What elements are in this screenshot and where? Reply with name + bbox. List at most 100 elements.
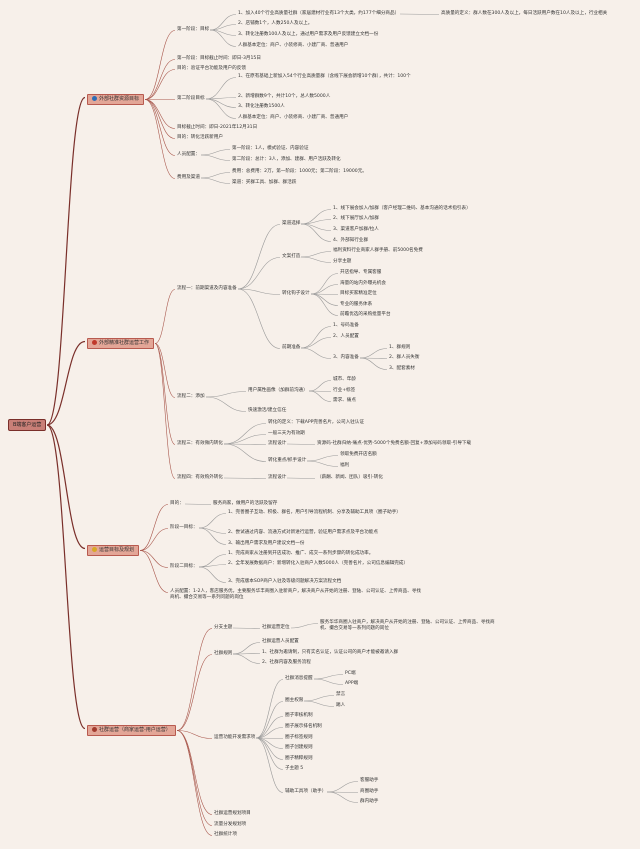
conversion-key[interactable]: 转化重点/抓手设计 [268,458,307,463]
ops-stage-2-item-2[interactable]: 2、全年发展数据商户：新增转化入驻商户入数5000人（完善名片，公司信息编辑完成… [228,561,408,566]
process-4-note[interactable]: （薪酬、新闻、团队）吸引-转化 [317,475,383,480]
preparation[interactable]: 前期准备 [282,345,301,350]
cost-budget[interactable]: 费用：总费用：2万，第一阶段：1000元；第二阶段：19000元。 [232,169,367,174]
ops-plan-project[interactable]: 社群运营规划项目 [214,811,251,816]
stage1-item-3[interactable]: 3、转化注册数100人及以上，通过用户需求及用户反馈建立文档一份 [238,32,379,37]
stage1-goal[interactable]: 第一阶段：目标 [177,27,210,32]
process-4-flow[interactable]: 流程设计 [268,475,287,480]
traffic-plan[interactable]: 流量分发规划项 [214,822,247,827]
conversion-key-1[interactable]: 领取免费开店名额 [340,452,377,457]
community-stats[interactable]: 社群统计项 [214,832,237,837]
assist-tools[interactable]: 辅助工具项（助手） [285,789,327,794]
stage1-item-1-note[interactable]: 高质量的定义：群人数在300人及以上，每日活跃用户数在10人及以上，行业相关 [441,11,608,16]
ops-stage-2-item-1[interactable]: 1、完成商家从注册到开店成功、推广、成交一系列步骤的转化成功率。 [228,551,374,556]
sub-topic[interactable]: 分支主题 [214,625,233,630]
copywriting[interactable]: 文案打造 [282,254,301,259]
owner-permissions[interactable]: 圈主权限 [285,698,304,703]
sub-topic-5[interactable]: 子主题 5 [285,766,304,771]
staff-stage-1[interactable]: 第一阶段：1人，模式验证、内容验证 [232,146,309,151]
channel-select[interactable]: 渠道选择 [282,221,301,226]
staff-config[interactable]: 人员配置： [177,152,200,157]
process-2[interactable]: 流程二：添加 [177,394,205,399]
valid-period[interactable]: 一般三天为有效期 [268,431,305,436]
stage2-item-4[interactable]: 人群基本定位：商户、小装修商、小建厂商、普通用户 [238,115,349,120]
prep-3-material[interactable]: 3、配套素材 [389,366,415,371]
branch-external-community-work[interactable]: 外部精准社群运营工作 [87,338,155,349]
branch-external-community-goals[interactable]: 外部社群资源目标 [87,94,145,105]
prep-1[interactable]: 1、号码准备 [333,323,359,328]
prep-3-staff[interactable]: 2、群人员失衡 [389,355,420,360]
ops-stage-2-item-3[interactable]: 3、完成版本SOP商户入驻及等级问题解决方案流程文档 [228,579,342,584]
ops-stage-1-item-3[interactable]: 3、输出用户需求及用户建议文档一份 [228,541,305,546]
staff-stage-2[interactable]: 第二阶段：总计：3人，添加、建群、用户活跃及转化 [232,157,341,162]
profile-city-age[interactable]: 城市、年龄 [333,377,356,382]
ops-staff[interactable]: 人员配置：1-2人，客店服务优，主要服务华丰商圈入驻新商户，解决商户从开始的注册… [170,589,421,600]
process-3[interactable]: 流程三：有效微内转化 [177,441,223,446]
conversion-key-2[interactable]: 福利 [340,463,350,468]
prep-3-rules[interactable]: 1、群规则 [389,345,411,350]
flow-design-note[interactable]: 资源码-社群归纳-痛点-优势-5000个免费名额-回复+添加号码领取-引导下载 [317,441,472,446]
stage2-item-3[interactable]: 3、转化注册数1500人 [238,104,285,109]
prep-3[interactable]: 3、内容准备 [333,355,359,360]
cost-channel[interactable]: 费用及渠道 [177,175,200,180]
stage2-goal[interactable]: 第二阶段目标 [177,96,205,101]
fast-activate[interactable]: 快速激活/建立信任 [248,408,287,413]
community-position[interactable]: 社群运营定位 [262,625,290,630]
copywriting-1[interactable]: 福利资料行业商家人群手册、前5000名免费 [333,248,423,253]
stage2-deadline[interactable]: 目标截止时间：即日-2021年12月31日 [177,125,258,130]
hook-1[interactable]: 开店指导、专属客服 [340,270,382,275]
branch-operation-goals-plan[interactable]: 运营目标及规划 [87,545,140,556]
ops-purpose-text[interactable]: 服务商家，做用户的活跃及留存 [213,501,278,506]
msg-reminder[interactable]: 社群消息提醒 [285,676,313,681]
circle-tags[interactable]: 圈子标签规则 [285,735,313,740]
assist-group[interactable]: 群内助手 [360,799,379,804]
copywriting-2[interactable]: 分享主题 [333,259,352,264]
circle-review[interactable]: 圈子审核机制 [285,713,313,718]
stage2-item-2[interactable]: 2、新增群数9个，共计10个，总人数5000人 [238,94,331,99]
community-position-note[interactable]: 服务华华商圈入驻商户，解决商户从开始的注册、登陆、公司认证、上传商品、寻找商机、… [320,620,495,631]
assist-service[interactable]: 客服助手 [360,778,379,783]
circle-essence[interactable]: 圈子精粹规则 [285,756,313,761]
stage1-item-1[interactable]: 1、加入40个行业高质量社群（家居建材行业有13个大类，约177个细分商品） [238,11,400,16]
hook-5[interactable]: 前瞻优选的采购批量平台 [340,312,391,317]
hook-2[interactable]: 海量的站内外曝光机会 [340,281,386,286]
channel-4[interactable]: 4、外部知行业群 [333,238,369,243]
process-1[interactable]: 流程一：前期渠道及内容准备 [177,286,237,291]
process-4[interactable]: 流程四：有效购外转化 [177,475,223,480]
permission-kick[interactable]: 踢人 [336,703,346,708]
permission-mute[interactable]: 禁言 [336,692,346,697]
ops-stage-1-item-1[interactable]: 1、完善圈子互动、积极、群名，用户引导流程机制、分享及辅助工具项（圈子助手） [228,510,401,515]
community-rules[interactable]: 社群规则 [214,651,233,656]
stage1-item-4[interactable]: 人群基本定位：商户、小装修商、小建厂商、普通用户 [238,43,349,48]
rules-content[interactable]: 2、社群内容及服务流程 [262,660,311,665]
stage1-item-2[interactable]: 2、店铺数1个，人数250人及以上。 [238,21,313,26]
ops-stage-2[interactable]: 阶段二目标： [170,564,198,569]
stage2-purpose[interactable]: 目的：转化活跃新用户 [177,135,223,140]
hook-design[interactable]: 转化钩子设计 [282,291,310,296]
rules-staff[interactable]: 社群运营人员配置 [262,639,299,644]
profile-industry[interactable]: 行业+标签 [333,388,356,393]
ops-stage-1[interactable]: 阶段一目标： [170,525,198,530]
profile-needs[interactable]: 需求、痛点 [333,398,356,403]
rules-invite[interactable]: 1、社群为邀请制，只有实名认证，认证公司的商户才能被邀请入群 [262,650,399,655]
msg-reminder-pc[interactable]: PC端 [345,671,356,676]
user-profile[interactable]: 用户属性画像（加群前沟通） [248,388,308,393]
stage1-purpose[interactable]: 目的：验证平台功能及用户的反馈 [177,66,246,71]
channel-1[interactable]: 1、线下展会加入/加群（客户经理二维码、基本沟通的话术指引表） [333,206,471,211]
hook-3[interactable]: 目标买家精准定位 [340,291,377,296]
stage1-deadline[interactable]: 第一阶段：目标截止时间：即日-3月15日 [177,56,261,61]
assist-circle[interactable]: 商圈助手 [360,789,379,794]
conversion-definition[interactable]: 转化的定义：下载APP完善名片，公司入驻认证 [268,420,364,425]
flow-design[interactable]: 流程设计 [268,441,287,446]
circle-ranking[interactable]: 圈子展示排名机制 [285,724,322,729]
stage2-item-1[interactable]: 1、在原有基础上新加入54个行业高质量群（含线下展会新增10个群），共计：100… [238,74,411,79]
msg-reminder-app[interactable]: APP端 [345,681,359,686]
branch-community-operation[interactable]: 社群运营（商家运营-用户运营） [87,725,176,736]
root-node[interactable]: B端客户运营 [8,419,47,431]
channel-2[interactable]: 2、线下展厅加入/加群 [333,216,379,221]
ops-stage-1-item-2[interactable]: 2、尝试通过内容、流通方式对新进行运营，验证用户需求点及平台功能点 [228,530,378,535]
channel-3[interactable]: 3、渠道客户加群/拉人 [333,227,379,232]
ops-purpose[interactable]: 目的： [170,501,184,506]
feature-requirements[interactable]: 运营功能开发需求项 [214,735,256,740]
hook-4[interactable]: 专业的服务体系 [340,302,373,307]
